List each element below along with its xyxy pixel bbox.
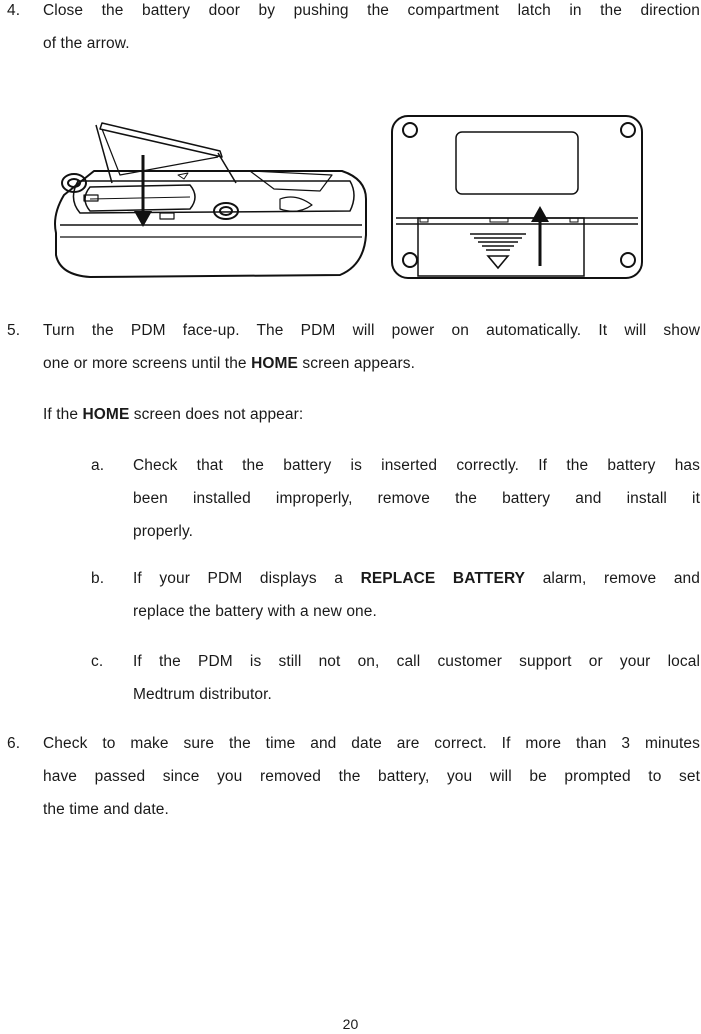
step-text-line: Close the battery door by pushing the co… <box>43 2 700 19</box>
pdm-back-latch-illustration <box>391 115 643 279</box>
subitem-letter: a. <box>91 457 105 474</box>
step-text-line: Check to make sure the time and date are… <box>43 735 700 752</box>
subitem-letter: c. <box>91 653 104 670</box>
step-number: 5. <box>7 322 21 339</box>
pdm-battery-door-open-illustration <box>54 122 367 278</box>
subitem-text-line: Check that the battery is inserted corre… <box>133 457 700 474</box>
subitem-text-line: properly. <box>133 523 194 540</box>
subitem-text-line: been installed improperly, remove the ba… <box>133 490 700 507</box>
step-text-line: one or more screens until the HOME scree… <box>43 355 416 372</box>
if-home-not-appear: If the HOME screen does not appear: <box>43 406 304 423</box>
page-number: 20 <box>342 1016 359 1032</box>
step-text-line: the time and date. <box>43 801 169 818</box>
step-number: 6. <box>7 735 21 752</box>
replace-battery-alarm: REPLACE BATTERY <box>360 570 526 587</box>
subitem-text-line: If your PDM displays a REPLACE BATTERY a… <box>133 570 700 587</box>
step-text-line: have passed since you removed the batter… <box>43 768 700 785</box>
home-label: HOME <box>82 406 130 423</box>
step-text-line: Turn the PDM face-up. The PDM will power… <box>43 322 700 339</box>
subitem-text-line: If the PDM is still not on, call custome… <box>133 653 700 670</box>
step-text-line: of the arrow. <box>43 35 130 52</box>
step-number: 4. <box>7 2 21 19</box>
home-label: HOME <box>251 355 298 372</box>
subitem-text-line: Medtrum distributor. <box>133 686 272 703</box>
subitem-text-line: replace the battery with a new one. <box>133 603 377 620</box>
subitem-letter: b. <box>91 570 105 587</box>
